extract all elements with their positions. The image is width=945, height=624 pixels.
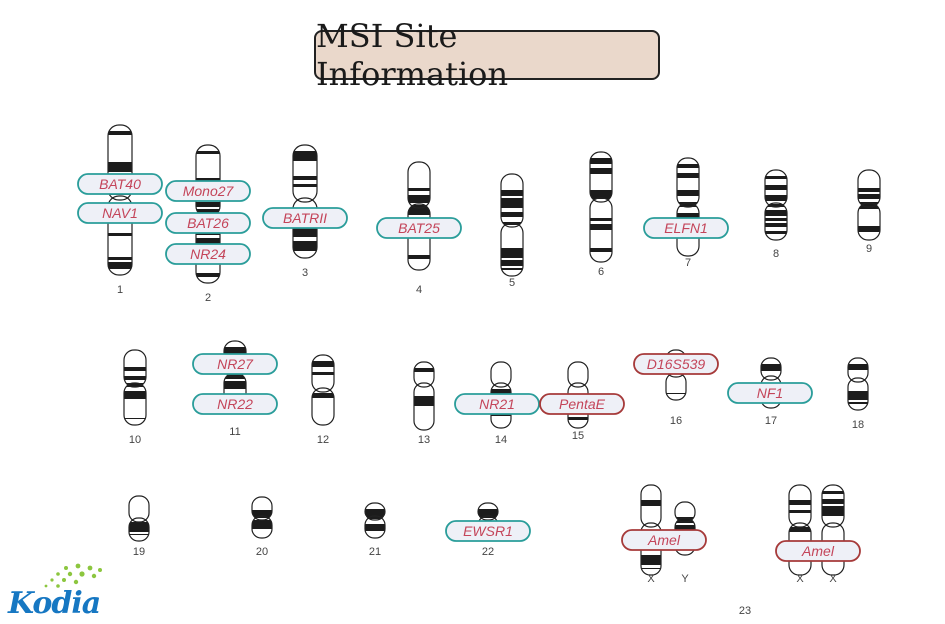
chromosome-label: 5: [509, 277, 515, 289]
svg-text:EWSR1: EWSR1: [463, 523, 513, 539]
chromosome-7: [676, 157, 700, 257]
marker-label-d16s539: D16S539: [633, 353, 719, 375]
logo-dots-icon: [44, 563, 102, 588]
svg-text:NR22: NR22: [217, 396, 253, 412]
marker-label-amel: Amel: [775, 540, 861, 562]
chromosome-10: [123, 349, 147, 426]
svg-text:Amel: Amel: [801, 543, 835, 559]
svg-text:Mono27: Mono27: [183, 183, 235, 199]
chromosome-5: [500, 173, 524, 277]
chromosome-20: [251, 496, 273, 539]
svg-text:BATRII: BATRII: [283, 210, 327, 226]
chromosome-18: [847, 357, 869, 411]
group-23-label: 23: [739, 605, 751, 617]
marker-label-pentae: PentaE: [539, 393, 625, 415]
chromosome-label: 13: [418, 434, 430, 446]
chromosome-label: 3: [302, 267, 308, 279]
marker-label-nf1: NF1: [727, 382, 813, 404]
svg-text:Amel: Amel: [647, 532, 681, 548]
chromosome-label: 7: [685, 257, 691, 269]
chromosome-3: [292, 144, 318, 259]
marker-label-ewsr1: EWSR1: [445, 520, 531, 542]
marker-label-nr24: NR24: [165, 243, 251, 265]
svg-text:BAT25: BAT25: [398, 220, 440, 236]
chromosome-8: [764, 169, 788, 241]
chromosome-label: 18: [852, 419, 864, 431]
chromosome-1: [107, 124, 133, 276]
marker-label-bat25: BAT25: [376, 217, 462, 239]
chromosome-label: 14: [495, 434, 507, 446]
chromosome-label: X: [796, 573, 804, 585]
marker-label-batrii: BATRII: [262, 207, 348, 229]
chromosome-label: 6: [598, 266, 604, 278]
chromosome-label: 2: [205, 292, 211, 304]
chromosome-label: 17: [765, 415, 777, 427]
chromosome-label: 21: [369, 546, 381, 558]
marker-label-nr27: NR27: [192, 353, 278, 375]
chromosome-21: [364, 502, 386, 539]
kodia-logo: Kodia: [8, 560, 138, 621]
marker-label-nav1: NAV1: [77, 202, 163, 224]
svg-text:BAT40: BAT40: [99, 176, 141, 192]
svg-text:NR21: NR21: [479, 396, 515, 412]
chromosome-6: [589, 151, 613, 263]
chromosome-12: [311, 354, 335, 426]
svg-text:NR27: NR27: [217, 356, 254, 372]
svg-text:D16S539: D16S539: [647, 356, 706, 372]
chromosome-label: 12: [317, 434, 329, 446]
marker-label-bat26: BAT26: [165, 212, 251, 234]
chromosome-label: 9: [866, 243, 872, 255]
chromosome-label: 8: [773, 248, 779, 260]
marker-label-nr21: NR21: [454, 393, 540, 415]
chromosome-label: 10: [129, 434, 141, 446]
marker-label-elfn1: ELFN1: [643, 217, 729, 239]
svg-text:NF1: NF1: [757, 385, 783, 401]
chromosome-13: [413, 361, 435, 431]
page-title: MSI Site Information: [314, 17, 660, 93]
chromosome-label: Y: [681, 573, 689, 585]
svg-text:NR24: NR24: [190, 246, 226, 262]
logo-text: Kodia: [8, 586, 101, 621]
chromosome-label: X: [829, 573, 837, 585]
chromosome-label: X: [647, 573, 655, 585]
chromosome-label: 20: [256, 546, 268, 558]
chromosome-label: 4: [416, 284, 422, 296]
chromosome-label: 11: [229, 426, 240, 438]
marker-label-mono27: Mono27: [165, 180, 251, 202]
chromosome-label: 19: [133, 546, 145, 558]
chromosome-9: [857, 169, 881, 241]
svg-text:NAV1: NAV1: [102, 205, 138, 221]
chromosome-label: 16: [670, 415, 682, 427]
svg-text:ELFN1: ELFN1: [664, 220, 708, 236]
marker-label-amel: Amel: [621, 529, 707, 551]
chromosome-label: 22: [482, 546, 494, 558]
svg-text:PentaE: PentaE: [559, 396, 606, 412]
marker-label-bat40: BAT40: [77, 173, 163, 195]
chromosome-19: [128, 495, 150, 542]
svg-text:BAT26: BAT26: [187, 215, 229, 231]
marker-label-nr22: NR22: [192, 393, 278, 415]
chromosome-label: 15: [572, 430, 584, 442]
chromosome-4: [407, 161, 431, 271]
chromosome-label: 1: [117, 284, 123, 296]
